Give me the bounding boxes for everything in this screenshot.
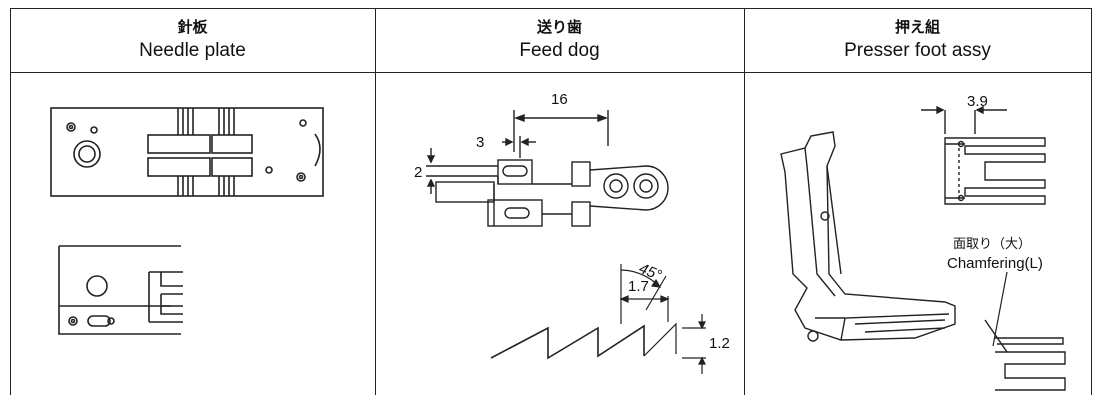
chamfer-en-label: Chamfering(L) — [947, 255, 1043, 272]
dim-3-label: 3 — [476, 134, 484, 151]
dim-16-label: 16 — [551, 91, 568, 108]
header-divider — [10, 72, 1092, 73]
feed-dog-cell: 16 3 2 45° 1.7 1.2 — [376, 74, 744, 394]
table-left-border — [10, 8, 11, 395]
table-top-border — [10, 8, 1092, 9]
presser-foot-chamfer-view — [984, 319, 1066, 391]
plate-outline — [50, 107, 324, 197]
header-en-label: Needle plate — [139, 40, 246, 61]
needle-plate-side-view — [58, 245, 183, 335]
dim-3-9-label: 3.9 — [967, 93, 988, 110]
column-divider-1 — [375, 8, 376, 395]
dim-1-7-label: 1.7 — [628, 278, 649, 295]
needle-plate-cell — [11, 74, 375, 394]
header-jp-label: 送り歯 — [536, 18, 582, 36]
header-jp-label: 押え組 — [894, 18, 940, 36]
needle-plate-drawing — [50, 107, 324, 335]
presser-foot-top-view — [921, 105, 1046, 205]
header-en-label: Presser foot assy — [844, 40, 991, 61]
header-feed-dog: 送り歯 Feed dog — [375, 8, 744, 72]
chamfer-jp-label: 面取り（大） — [953, 237, 1031, 252]
feed-dog-drawing: 16 3 2 45° 1.7 1.2 — [414, 91, 730, 374]
header-en-label: Feed dog — [519, 40, 600, 61]
parts-table: 針板 Needle plate 送り歯 Feed dog 押え組 Presser… — [10, 8, 1092, 395]
dim-1-2-label: 1.2 — [709, 335, 730, 352]
dim-2-label: 2 — [414, 164, 422, 181]
presser-foot-cell: 3.9 面取り（大） Chamfering(L) — [745, 74, 1091, 394]
presser-foot-drawing: 3.9 面取り（大） Chamfering(L) — [780, 93, 1066, 391]
table-right-border — [1091, 8, 1092, 395]
feed-dog-teeth-profile — [490, 322, 677, 360]
presser-foot-perspective-view — [780, 131, 956, 342]
header-presser-foot: 押え組 Presser foot assy — [744, 8, 1091, 72]
header-jp-label: 針板 — [177, 18, 208, 36]
header-needle-plate: 針板 Needle plate — [10, 8, 375, 72]
column-divider-2 — [744, 8, 745, 395]
